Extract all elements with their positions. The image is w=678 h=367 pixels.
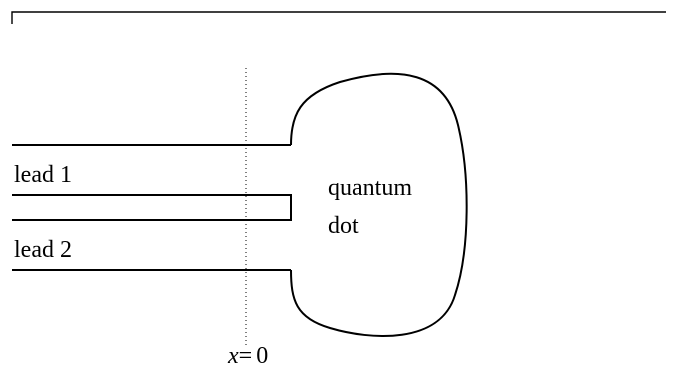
quantum-dot-outline xyxy=(290,72,468,338)
x0-label: x=0 xyxy=(227,343,268,367)
lead-separator xyxy=(12,194,292,221)
x0-label-var: x xyxy=(227,343,239,367)
frame-top-edge xyxy=(11,11,666,24)
dot-label-line1: quantum xyxy=(328,175,412,201)
dot-label-line2: dot xyxy=(328,213,359,239)
lead1-label: lead 1 xyxy=(14,162,72,188)
x0-label-eq: = xyxy=(239,343,253,367)
x0-label-val: 0 xyxy=(256,343,268,367)
lead2-label: lead 2 xyxy=(14,237,72,263)
